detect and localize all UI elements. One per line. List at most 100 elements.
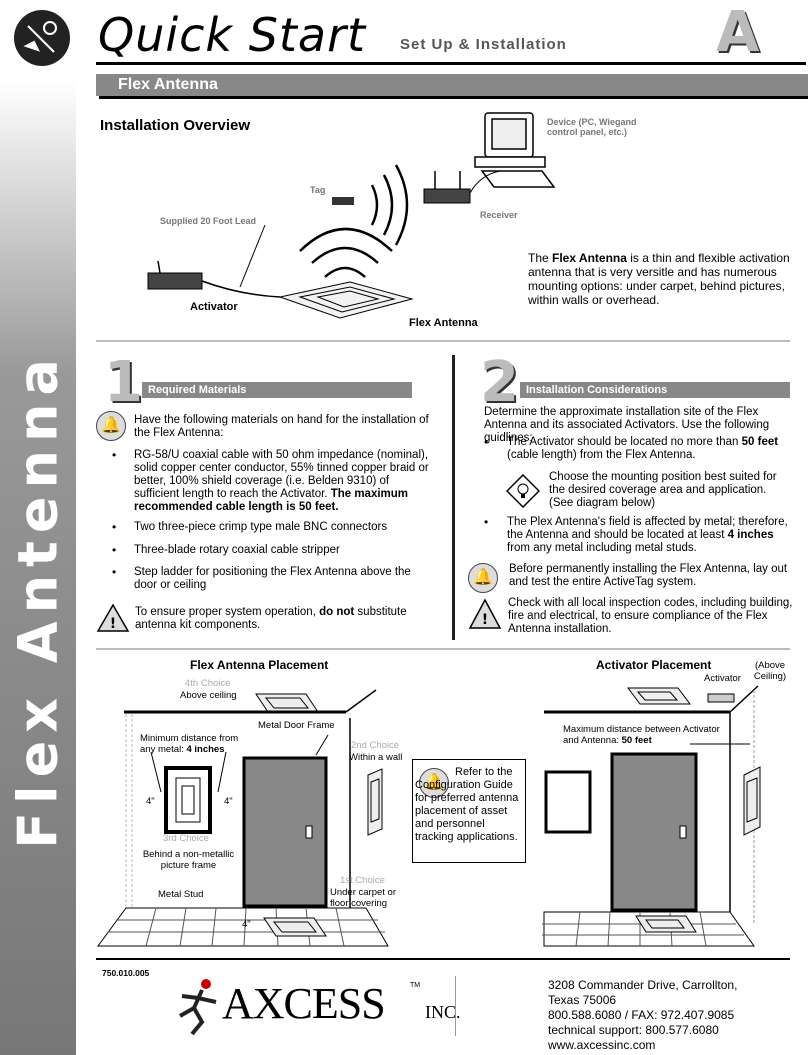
door-frame-label: Metal Door Frame <box>258 720 335 731</box>
bell-icon: 🔔 <box>96 411 126 441</box>
activator-placement-diagram <box>542 685 761 947</box>
address-line-2: Texas 75006 <box>548 993 617 1007</box>
overview-description: The Flex Antenna is a thin and flexible … <box>528 251 790 307</box>
step2-number: 2 <box>480 350 519 415</box>
wall-antenna-icon <box>367 768 383 836</box>
flex-placement-diagram <box>97 689 389 947</box>
choice3-desc: Behind a non-metallic picture frame <box>142 849 235 871</box>
picture-frame-icon <box>164 766 212 834</box>
part-number: 750.010.005 <box>102 968 150 978</box>
section-banner: Flex Antenna <box>96 74 808 96</box>
trademark: TM <box>410 982 421 989</box>
overview-illustration <box>147 112 556 319</box>
activator-icon <box>707 693 735 703</box>
dim-left-label: 4" <box>146 796 155 807</box>
bullet-icon: • <box>484 435 489 449</box>
step1-heading: Required Materials <box>142 382 412 398</box>
choice4-desc: Above ceiling <box>180 690 237 701</box>
page-subtitle: Set Up & Installation <box>400 36 567 53</box>
column-divider <box>452 355 455 640</box>
wall-antenna-icon <box>743 766 761 836</box>
receiver-icon <box>423 171 471 204</box>
sidebar-vertical-title: Flex Antenna <box>0 351 85 849</box>
choice2-desc: Within a wall <box>349 752 403 763</box>
page-title: Quick Start <box>98 8 367 62</box>
step2-warning: Check with all local inspection codes, i… <box>508 597 793 635</box>
activator-device-icon <box>147 260 203 290</box>
device-label: Device (PC, Wiegand control panel, etc.) <box>547 117 637 137</box>
warning-icon: ! <box>468 598 502 629</box>
receiver-label: Receiver <box>480 210 518 220</box>
bullet-icon: • <box>112 543 117 557</box>
config-note-box: 🔔 Refer to the Configuration Guide for p… <box>412 759 526 863</box>
bullet-icon: • <box>112 520 117 534</box>
choice3-label: 3rd Choice <box>163 833 209 844</box>
bell-icon: 🔔 <box>419 768 449 798</box>
floor-antenna-icon <box>635 915 697 933</box>
flex-antenna-label: Flex Antenna <box>409 317 478 329</box>
tag-icon <box>332 197 354 205</box>
choice1-label: 1st Choice <box>340 875 385 886</box>
ceiling-antenna-icon <box>627 687 691 705</box>
svg-text:!: ! <box>482 612 488 628</box>
step1-number: 1 <box>104 350 143 415</box>
step1-bullet-3: Three-blade rotary coaxial cable strippe… <box>134 544 340 556</box>
flex-placement-title: Flex Antenna Placement <box>190 658 329 672</box>
lead-label: Supplied 20 Foot Lead <box>160 216 257 226</box>
step2-intro: Determine the approximate installation s… <box>484 406 770 444</box>
choice1-desc: Under carpet or floor covering <box>330 887 397 909</box>
step1-bullet-4: Step ladder for positioning the Flex Ant… <box>134 566 411 591</box>
activator-placement-title: Activator Placement <box>596 658 712 672</box>
step2-bullet-2: The Plex Antenna's field is affected by … <box>507 516 788 554</box>
sidebar-title-text: Flex Antenna <box>6 351 69 849</box>
step2-bullet-1: The Activator should be located no more … <box>507 436 779 461</box>
warning-icon: ! <box>96 603 130 632</box>
header-rule <box>96 62 806 65</box>
bullet-icon: • <box>112 565 117 579</box>
website-link[interactable]: www.axcessinc.com <box>548 1038 656 1052</box>
min-distance-label: Minimum distance from any metal: 4 inche… <box>140 733 239 755</box>
bullet-icon: • <box>112 448 117 462</box>
step1-bullet-2: Two three-piece crimp type male BNC conn… <box>134 521 388 533</box>
address-line-1: 3208 Commander Drive, Carrollton, <box>548 978 738 992</box>
door-icon <box>242 756 328 908</box>
sidebar-band <box>0 80 76 1055</box>
radio-waves-icon <box>299 164 409 278</box>
footer-address: 3208 Commander Drive, Carrollton, Texas … <box>548 978 737 1053</box>
flex-antenna-pad-icon <box>278 281 414 319</box>
support-phone: technical support: 800.577.6080 <box>548 1023 719 1037</box>
phone-fax: 800.588.6080 / FAX: 972.407.9085 <box>548 1008 735 1022</box>
step1-warning: To ensure proper system operation, do no… <box>135 606 407 631</box>
computer-icon <box>474 112 556 188</box>
choice4-label: 4th Choice <box>185 678 231 689</box>
footer-divider <box>455 976 456 1036</box>
section-divider <box>96 648 790 650</box>
bell-icon: 🔔 <box>468 563 498 593</box>
bullet-icon: • <box>484 515 489 529</box>
config-note-text: Refer to the Configuration Guide for pre… <box>415 766 519 843</box>
tag-label: Tag <box>310 185 326 195</box>
runner-logo-icon <box>179 979 217 1036</box>
max-distance-label: Maximum distance between Activator and A… <box>563 724 720 746</box>
step2-tip: Choose the mounting position best suited… <box>549 471 777 509</box>
choice2-label: 2nd Choice <box>351 740 400 751</box>
dim-floor-label: 4" <box>242 919 251 930</box>
activator-small-label: Activator <box>704 673 741 684</box>
step1-intro: Have the following materials on hand for… <box>134 414 429 439</box>
section-letter-badge: A <box>716 0 760 65</box>
activator-label: Activator <box>190 301 238 313</box>
svg-text:!: ! <box>110 616 116 632</box>
company-suffix: INC. <box>425 1002 461 1022</box>
lightbulb-icon <box>506 474 540 508</box>
above-ceiling-label: (Above Ceiling) <box>753 660 787 682</box>
dim-right-label: 4" <box>224 796 233 807</box>
footer-rule <box>96 958 790 960</box>
step1-bullet-1: RG-58/U coaxial cable with 50 ohm impeda… <box>134 449 429 513</box>
company-name: AXCESS <box>222 979 386 1028</box>
section-divider <box>96 340 790 342</box>
step2-heading: Installation Considerations <box>520 382 790 398</box>
brand-logo-icon <box>14 10 70 66</box>
metal-stud-label: Metal Stud <box>158 889 204 900</box>
ceiling-antenna-icon <box>255 693 319 713</box>
overview-heading: Installation Overview <box>100 117 251 134</box>
